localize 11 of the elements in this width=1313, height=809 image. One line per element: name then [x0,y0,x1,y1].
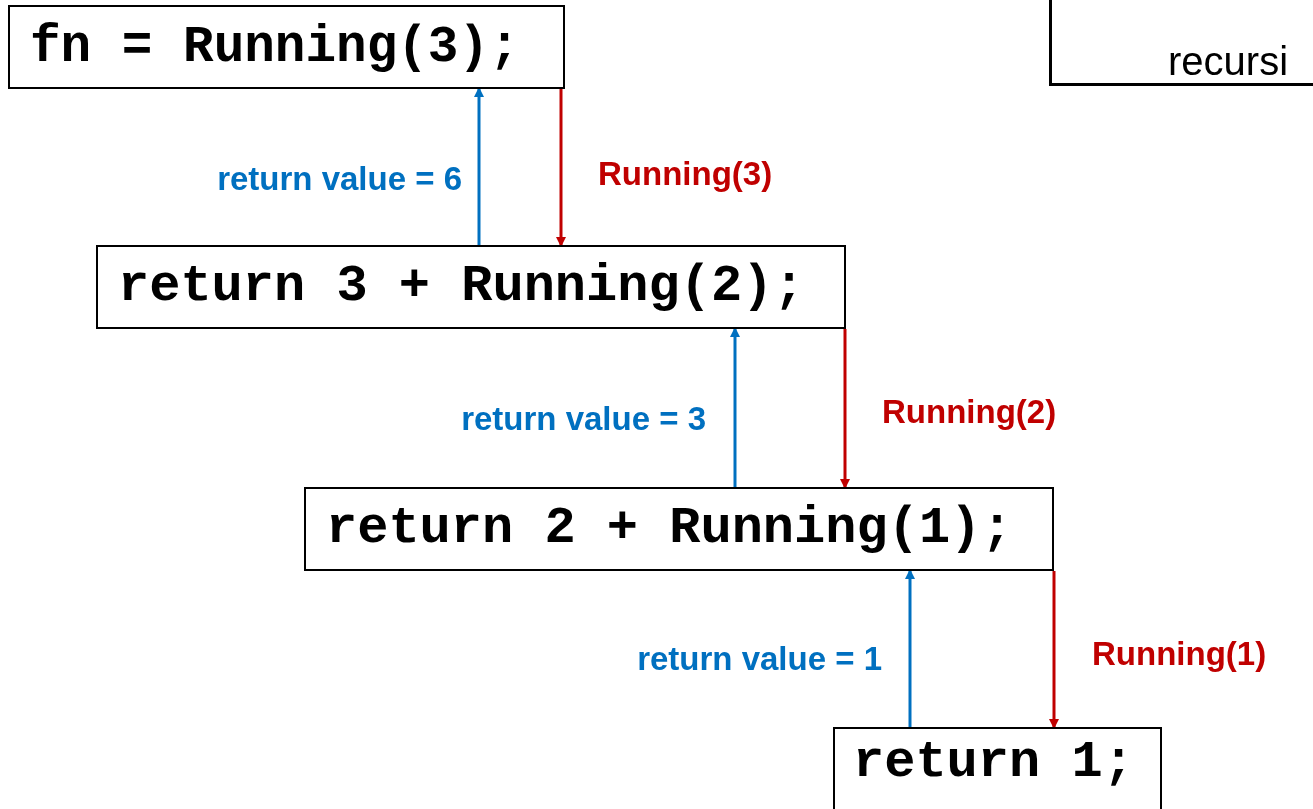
arrow [840,329,850,489]
code-box: return 1; [833,727,1162,809]
arrow [474,87,484,245]
arrow [556,89,566,247]
arrow [905,569,915,727]
code-box: return 2 + Running(1); [304,487,1054,571]
code-box: fn = Running(3); [8,5,565,89]
code-box: return 3 + Running(2); [96,245,846,329]
arrow [730,327,740,487]
code-box: recursi [1049,0,1313,86]
arrow [1049,571,1059,729]
